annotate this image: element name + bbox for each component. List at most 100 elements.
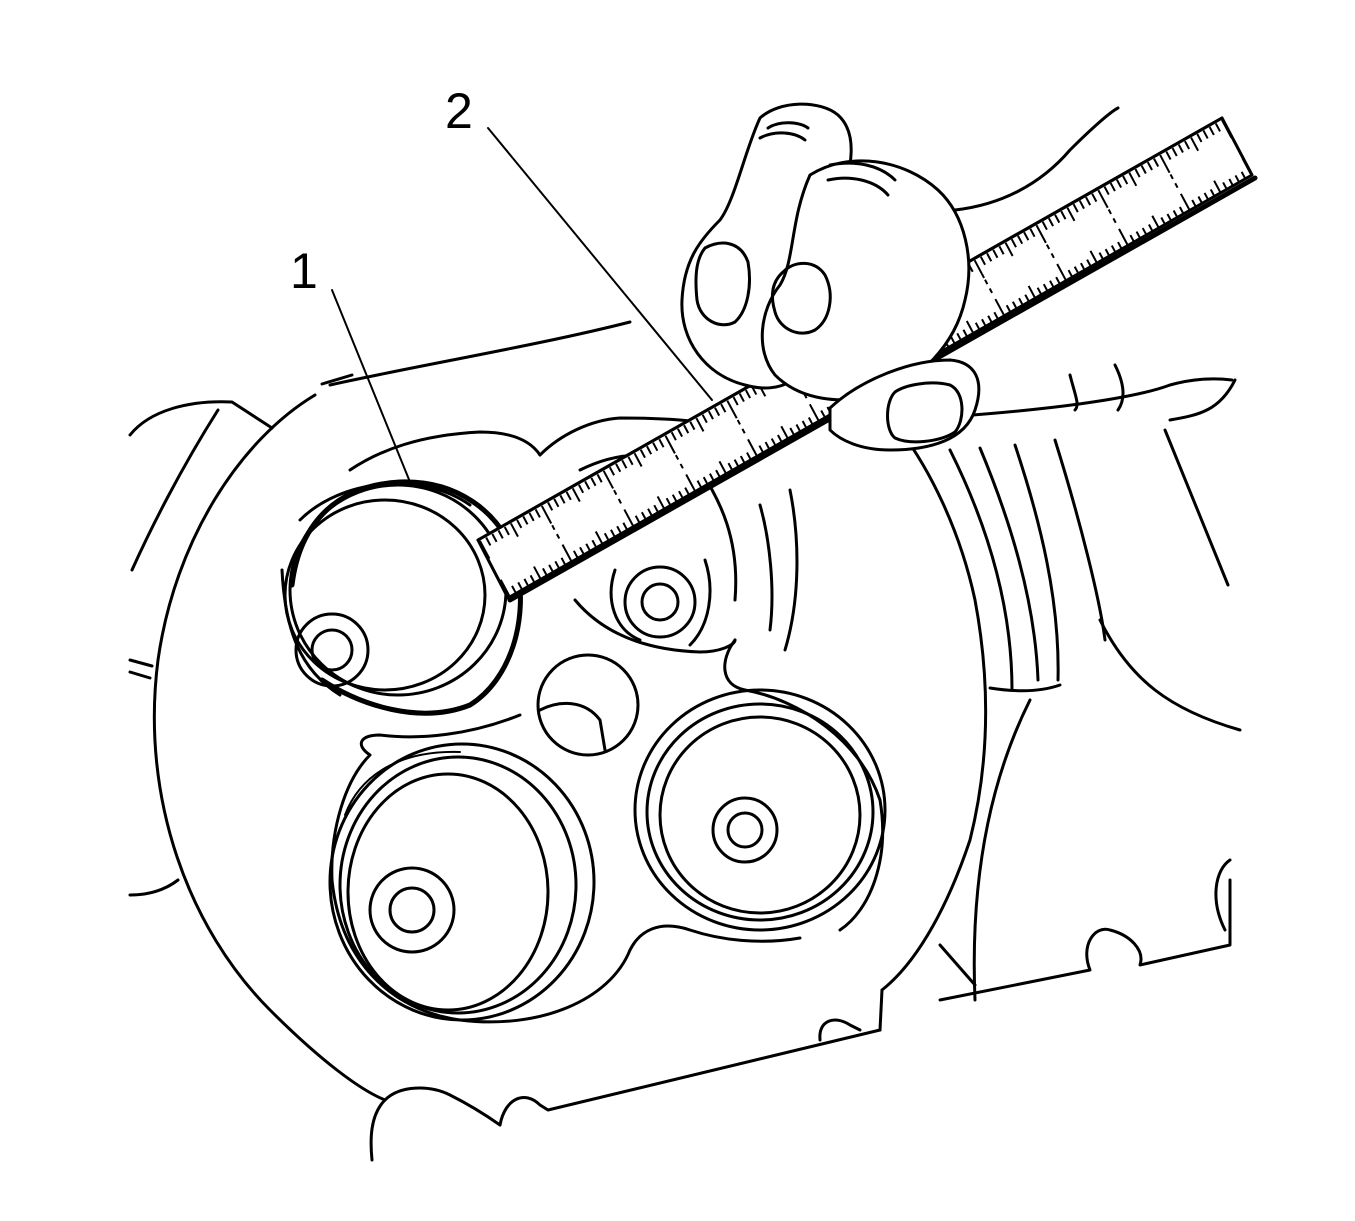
ruler-tick [634, 515, 641, 525]
ruler-tick [565, 491, 572, 501]
ruler-division-line [736, 419, 748, 439]
ruler-tick [554, 560, 561, 570]
ruler-tick [1080, 262, 1087, 272]
ruler-tick [1042, 283, 1049, 293]
ruler-tick [1104, 248, 1111, 258]
ruler-tick [1060, 210, 1067, 220]
ruler-tick [533, 566, 542, 581]
ruler-tick [1098, 252, 1105, 261]
ruler-tick [1055, 276, 1062, 286]
ruler-tick [653, 504, 660, 514]
ruler-tick [726, 400, 738, 419]
ruler-tick [1036, 287, 1043, 297]
ruler-tick [542, 567, 549, 577]
ruler-tick [1190, 137, 1200, 152]
ruler-tick [590, 477, 597, 487]
ruler-tick [1178, 206, 1185, 216]
ruler-tick [529, 574, 536, 584]
ruler-tick [707, 410, 714, 420]
ruler-tick [777, 434, 784, 444]
ruler-tick [993, 311, 1000, 321]
spark-plug-hole [536, 653, 640, 757]
ruler-tick [702, 476, 709, 486]
ruler-tick [1041, 221, 1048, 231]
ruler-tick [1165, 151, 1172, 160]
ruler-tick [559, 494, 566, 504]
ruler-tick [1056, 263, 1068, 283]
ruler-tick [547, 501, 554, 511]
ruler-tick [615, 463, 622, 473]
ruler-division-line [984, 279, 996, 298]
ruler-tick [522, 515, 529, 525]
ruler-tick [1177, 144, 1184, 153]
ruler-tick [670, 431, 677, 441]
ruler-tick [973, 259, 985, 279]
ruler-tick [1172, 210, 1179, 219]
ruler-tick [987, 315, 994, 325]
ruler-tick [808, 403, 821, 423]
callout-2-label: 2 [445, 83, 473, 139]
ruler-tick [986, 252, 993, 262]
ruler-tick [646, 445, 653, 455]
ruler-tick [758, 445, 765, 454]
ruler-tick [608, 466, 615, 476]
ruler-division-line [1045, 244, 1058, 263]
ruler-tick [979, 256, 986, 266]
ruler-tick [585, 543, 592, 553]
ruler-tick [1091, 193, 1098, 203]
ruler-tick [596, 473, 603, 483]
ruler-tick [665, 497, 672, 507]
ruler-tick [1067, 269, 1074, 279]
ruler-tick [1012, 301, 1018, 311]
ruler-tick [1222, 181, 1229, 191]
ruler-tick [1110, 245, 1117, 254]
ruler-tick [1184, 140, 1191, 150]
index-fingernail [694, 241, 751, 327]
ruler-tick [1122, 175, 1129, 185]
ruler-tick [1213, 180, 1223, 195]
ruler-tick [652, 442, 659, 452]
ruler-tick [1151, 215, 1161, 230]
ruler-tick [1128, 172, 1138, 187]
ruler-tick [1086, 259, 1093, 269]
ruler-tick [1241, 158, 1253, 177]
ruler-tick [1005, 304, 1012, 314]
upper-valve-port [609, 558, 712, 647]
thumbnail [886, 381, 964, 444]
ruler-tick [981, 318, 988, 328]
ruler-tick [962, 329, 969, 339]
exhaust-valve-lower-left [328, 742, 596, 1022]
ruler-tick [1191, 199, 1198, 209]
ruler-tick [610, 529, 617, 539]
ruler-tick [622, 522, 629, 532]
ruler-tick [584, 480, 591, 490]
ruler-tick [1240, 171, 1247, 181]
ruler-tick [801, 420, 808, 430]
ruler-tick [658, 438, 665, 448]
ruler-tick [1118, 228, 1130, 247]
ruler-tick [1134, 168, 1141, 178]
ruler-tick [732, 396, 739, 406]
ruler-tick [1160, 217, 1167, 226]
ruler-tick [1234, 174, 1241, 184]
ruler-tick [1072, 203, 1079, 213]
ruler-tick [1203, 192, 1210, 202]
ruler-tick [1029, 228, 1036, 238]
ruler-tick [579, 546, 586, 556]
ruler-tick [616, 525, 623, 535]
ruler-division-line [551, 524, 563, 544]
ruler-tick [517, 581, 524, 591]
ruler-tick [745, 389, 751, 399]
ruler-tick [1054, 214, 1061, 224]
ruler-tick [820, 410, 827, 419]
ruler-tick [1140, 165, 1147, 174]
ruler-tick [1004, 242, 1014, 257]
ruler-tick [528, 512, 535, 522]
ruler-tick [499, 579, 511, 598]
intake-valve-lower-right [633, 688, 887, 932]
ruler-tick [641, 511, 647, 521]
middle-fingernail [770, 261, 832, 335]
ruler-tick [1171, 147, 1178, 157]
ruler-tick [1135, 231, 1142, 240]
